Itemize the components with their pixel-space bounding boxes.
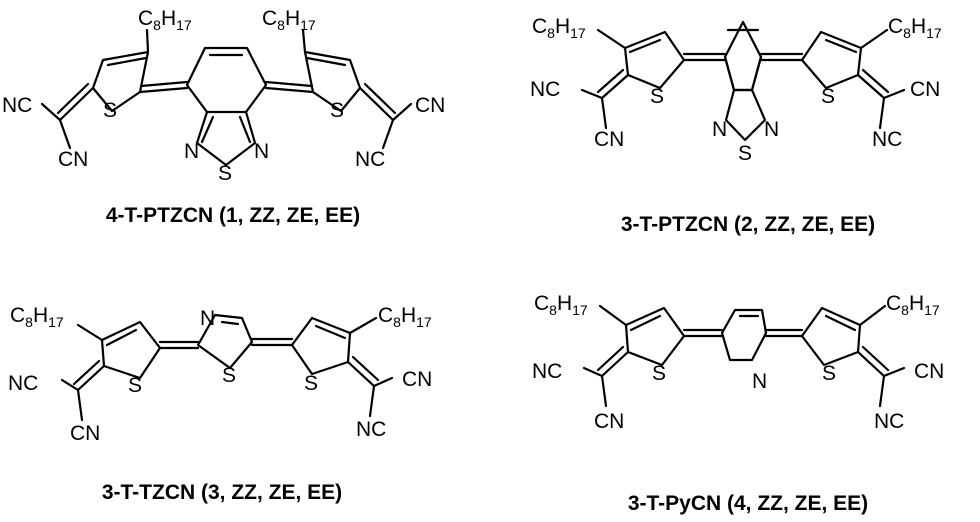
nitrogen-label: N — [184, 140, 199, 163]
sulfur-label: S — [821, 85, 835, 108]
nitrile-label: NC — [8, 372, 38, 395]
sulfur-label: S — [738, 142, 752, 165]
nitrogen-label: N — [764, 118, 779, 141]
caption-compound-4: 3-T-PyCN (4, ZZ, ZE, EE) — [628, 492, 868, 515]
octyl-label-left: C8H17 — [532, 15, 586, 41]
nitrile-label: CN — [402, 368, 432, 391]
sulfur-label: S — [652, 362, 666, 385]
nitrile-label: NC — [530, 78, 560, 101]
nitrile-label: CN — [594, 128, 624, 151]
sulfur-label: S — [650, 85, 664, 108]
nitrile-label: CN — [910, 78, 940, 101]
compound-1-structure: C8H17 C8H17 S S NC CN CN NC N N S — [2, 7, 445, 185]
octyl-label-right: C8H17 — [378, 304, 432, 330]
sulfur-label: S — [330, 99, 344, 122]
compound-3-structure: C8H17 C8H17 S S S N NC CN CN NC — [8, 304, 432, 445]
sulfur-label: S — [222, 364, 236, 387]
nitrogen-label: N — [752, 370, 767, 393]
nitrogen-label: N — [712, 118, 727, 141]
nitrile-label: NC — [356, 418, 386, 441]
nitrile-label: CN — [914, 360, 944, 383]
octyl-label-left: C8H17 — [138, 7, 192, 33]
nitrile-label: CN — [58, 148, 88, 171]
octyl-label-left: C8H17 — [10, 304, 64, 330]
nitrile-label: NC — [872, 128, 902, 151]
sulfur-label: S — [822, 362, 836, 385]
nitrile-label: CN — [594, 410, 624, 433]
nitrile-label: CN — [415, 94, 445, 117]
octyl-label-right: C8H17 — [888, 15, 942, 41]
sulfur-label: S — [304, 372, 318, 395]
caption-compound-3: 3-T-TZCN (3, ZZ, ZE, EE) — [102, 481, 342, 504]
nitrile-label: NC — [355, 148, 385, 171]
nitrogen-label: N — [254, 140, 269, 163]
sulfur-label: S — [128, 374, 142, 397]
nitrile-label: NC — [874, 410, 904, 433]
nitrile-label: CN — [70, 422, 100, 445]
nitrile-label: NC — [2, 94, 32, 117]
compound-4-structure: C8H17 C8H17 S S N NC CN CN NC — [532, 292, 944, 433]
octyl-label-left: C8H17 — [534, 292, 588, 318]
octyl-label-right: C8H17 — [886, 292, 940, 318]
caption-compound-1: 4-T-PTZCN (1, ZZ, ZE, EE) — [106, 204, 360, 227]
octyl-label-right: C8H17 — [262, 7, 316, 33]
nitrile-label: NC — [532, 360, 562, 383]
compound-2-structure: C8H17 C8H17 S S NC CN CN NC N N S — [530, 15, 942, 165]
nitrogen-label: N — [200, 307, 215, 330]
caption-compound-2: 3-T-PTZCN (2, ZZ, ZE, EE) — [621, 213, 875, 236]
sulfur-label: S — [103, 99, 117, 122]
sulfur-label: S — [218, 162, 232, 185]
